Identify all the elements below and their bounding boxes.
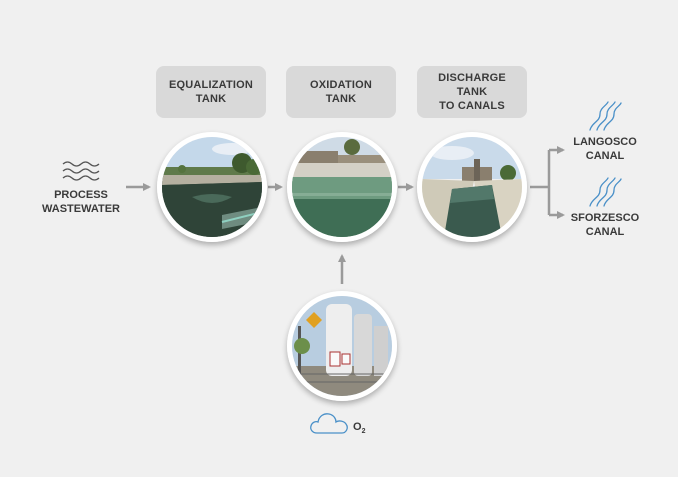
oxidation-tank-photo xyxy=(287,132,397,242)
cloud-icon xyxy=(310,413,348,434)
equalization-tank-photo xyxy=(157,132,267,242)
oxidation-tank-label: OXIDATION TANK xyxy=(286,66,396,118)
oxygen-tank-photo xyxy=(287,291,397,401)
sforzesco-canal-label: SFORZESCO CANAL xyxy=(570,212,640,238)
discharge-tank-label: DISCHARGE TANK TO CANALS xyxy=(417,66,527,118)
arrow-discharge-split xyxy=(530,146,565,219)
equalization-tank-label: EQUALIZATION TANK xyxy=(156,66,266,118)
process-wastewater-label: PROCESS WASTEWATER xyxy=(41,189,120,215)
oxygen-label: O2 xyxy=(353,421,366,436)
discharge-tank-photo xyxy=(417,132,527,242)
langosco-canal-label: LANGOSCO CANAL xyxy=(573,136,637,162)
wastewater-waves-icon xyxy=(62,161,100,181)
river-icon xyxy=(589,101,622,131)
river-icon xyxy=(589,177,622,207)
